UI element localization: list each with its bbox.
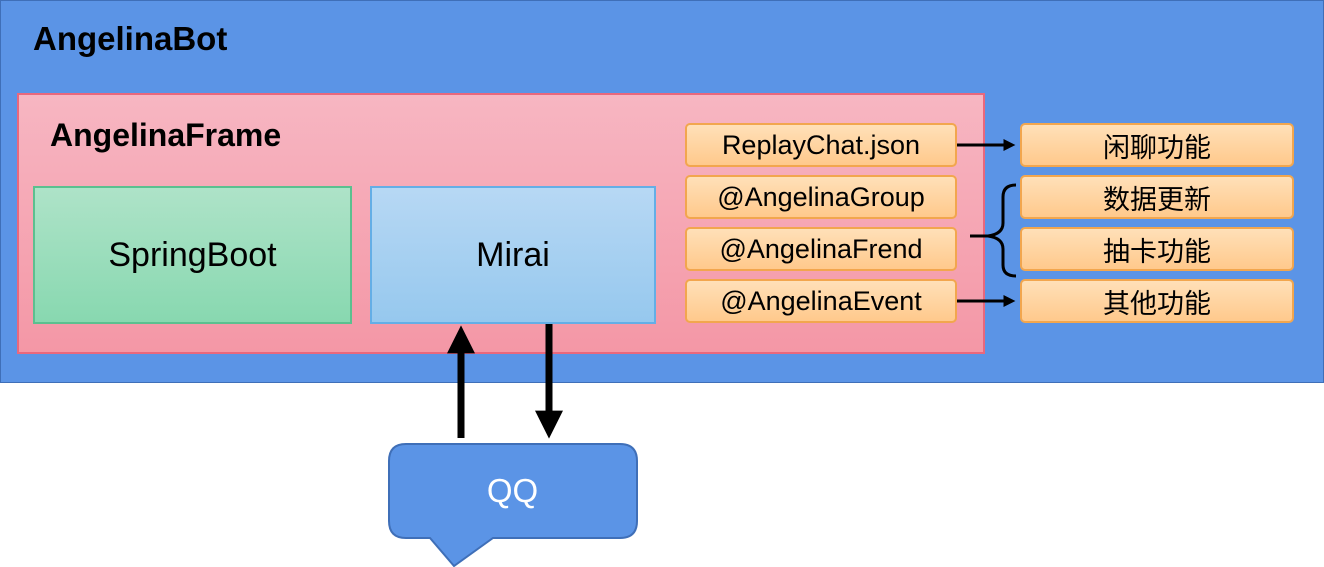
feature-other: 其他功能 — [1020, 279, 1294, 323]
qq-label: QQ — [486, 472, 539, 509]
springboot-box: SpringBoot — [33, 186, 352, 324]
handler-replaychat: ReplayChat.json — [685, 123, 957, 167]
feature-data-update: 数据更新 — [1020, 175, 1294, 219]
angelinabot-title: AngelinaBot — [33, 20, 228, 57]
handler-angelina-frend: @AngelinaFrend — [685, 227, 957, 271]
feature-gacha: 抽卡功能 — [1020, 227, 1294, 271]
angelinaframe-title: AngelinaFrame — [50, 117, 282, 153]
mirai-box: Mirai — [370, 186, 656, 324]
qq-bubble — [388, 443, 638, 567]
handler-angelina-event: @AngelinaEvent — [685, 279, 957, 323]
feature-chat: 闲聊功能 — [1020, 123, 1294, 167]
brace-icon — [987, 183, 1017, 278]
handler-angelina-group: @AngelinaGroup — [685, 175, 957, 219]
